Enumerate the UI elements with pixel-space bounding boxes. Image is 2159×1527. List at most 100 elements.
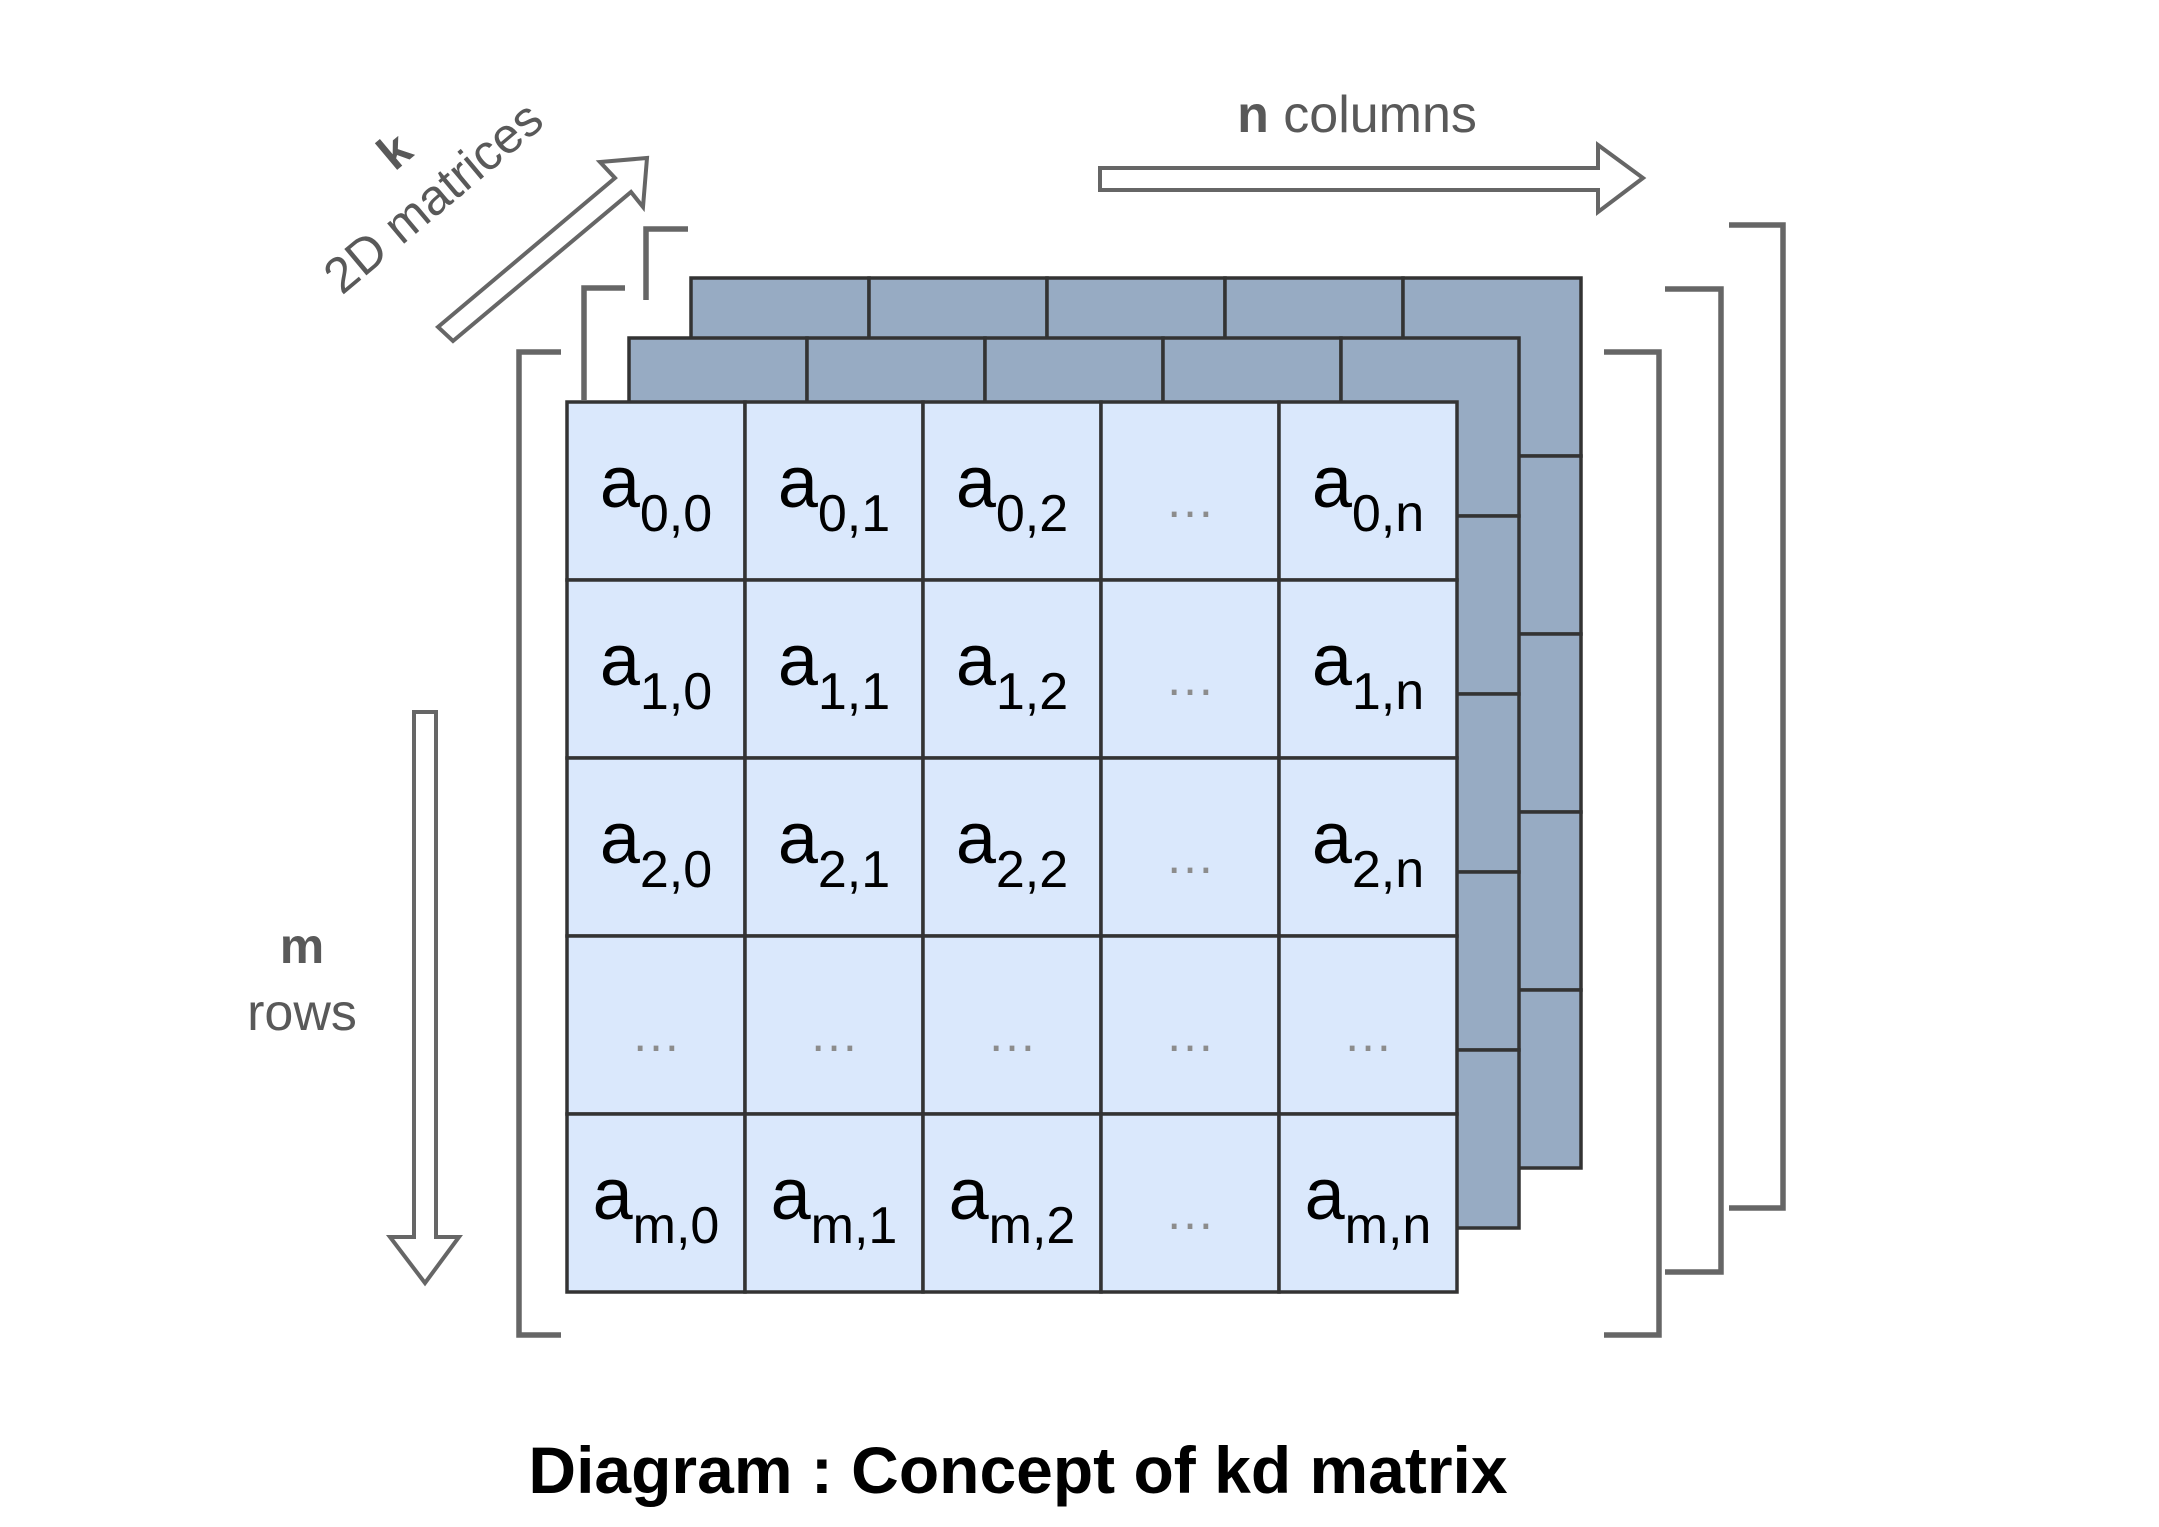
m-text: rows (247, 984, 357, 1042)
matrix-cell: am,1 (743, 1112, 925, 1294)
matrix-element: a2,1 (778, 799, 890, 899)
matrix-cell-box (1099, 400, 1281, 582)
n-axis-label: n columns (1237, 86, 1477, 144)
matrix-cell: … (1099, 934, 1281, 1116)
matrix-cell-box (565, 578, 747, 760)
element-base: a (1305, 1155, 1346, 1235)
element-subscript: 2,2 (996, 841, 1068, 899)
matrix-cell: am,n (1277, 1112, 1459, 1294)
matrix-cell-box (1277, 1112, 1459, 1294)
right-bracket-middle (1665, 286, 1724, 1275)
matrix-cell: a0,0 (565, 400, 747, 582)
matrix-cell: a0,2 (921, 400, 1103, 582)
matrix-cell: a2,2 (921, 756, 1103, 938)
ellipsis-text: … (1165, 1184, 1215, 1240)
element-subscript: 2,n (1352, 841, 1424, 899)
element-base: a (593, 1155, 634, 1235)
matrix-cell: a1,0 (565, 578, 747, 760)
matrix-element: a0,n (1312, 443, 1424, 543)
matrix-cell: am,0 (565, 1112, 747, 1294)
matrix-cell: … (1099, 1112, 1281, 1294)
ellipsis-text: … (1165, 828, 1215, 884)
matrix-cell-box (565, 934, 747, 1116)
n-letter: n (1237, 86, 1269, 144)
element-subscript: 1,1 (818, 663, 890, 721)
matrix-cell-box (743, 400, 925, 582)
matrix-element: a0,0 (600, 443, 712, 543)
ellipsis-text: … (1165, 650, 1215, 706)
k-letter: k (368, 122, 423, 180)
matrix-element: am,2 (949, 1155, 1076, 1255)
matrix-cell-box (565, 1112, 747, 1294)
axis-arrows (385, 141, 1647, 1287)
element-subscript: 0,0 (640, 485, 712, 543)
matrix-cell-box (1099, 934, 1281, 1116)
matrix-cell: am,2 (921, 1112, 1103, 1294)
element-subscript: 1,n (1352, 663, 1424, 721)
matrix-element: a2,2 (956, 799, 1068, 899)
element-base: a (956, 443, 997, 523)
n-text: columns (1269, 86, 1477, 144)
element-base: a (956, 799, 997, 879)
element-subscript: m,2 (989, 1197, 1076, 1255)
element-base: a (778, 621, 819, 701)
matrix-cell: … (565, 934, 747, 1116)
element-base: a (956, 621, 997, 701)
ellipsis-text: … (809, 1006, 859, 1062)
matrix-element: a1,1 (778, 621, 890, 721)
matrix-cell-box (1277, 934, 1459, 1116)
element-subscript: m,n (1345, 1197, 1432, 1255)
element-base: a (600, 443, 641, 523)
matrix-cell: a1,1 (743, 578, 925, 760)
matrix-cell: … (921, 934, 1103, 1116)
matrices-arrow (434, 155, 650, 344)
element-subscript: 0,1 (818, 485, 890, 543)
ellipsis-text: … (631, 1006, 681, 1062)
matrix-element: a0,1 (778, 443, 890, 543)
left-bracket-middle (581, 285, 625, 400)
element-base: a (778, 443, 819, 523)
matrix-cell: … (1099, 578, 1281, 760)
element-subscript: 2,1 (818, 841, 890, 899)
matrix-cell-box (921, 1112, 1103, 1294)
matrix-cell-box (1277, 578, 1459, 760)
matrix-cell-box (1277, 756, 1459, 938)
matrix-cell: a0,1 (743, 400, 925, 582)
ellipsis-text: … (1165, 1006, 1215, 1062)
element-base: a (600, 799, 641, 879)
matrix-element: a2,0 (600, 799, 712, 899)
m-letter: m (280, 918, 324, 974)
diagram-caption: Diagram : Concept of kd matrix (528, 1433, 1507, 1507)
matrix-cell-box (1099, 578, 1281, 760)
element-base: a (1312, 799, 1353, 879)
matrix-element: a2,n (1312, 799, 1424, 899)
element-subscript: 1,2 (996, 663, 1068, 721)
matrix-cell-box (1277, 400, 1459, 582)
matrix-element: a1,2 (956, 621, 1068, 721)
matrix-cell: a1,n (1277, 578, 1459, 760)
element-subscript: m,0 (633, 1197, 720, 1255)
matrix-cell: a1,2 (921, 578, 1103, 760)
element-subscript: 1,0 (640, 663, 712, 721)
matrix-cell-box (743, 934, 925, 1116)
matrix-cell-box (565, 400, 747, 582)
matrix-cell: … (743, 934, 925, 1116)
matrix-element: am,n (1305, 1155, 1432, 1255)
left-bracket-back (643, 226, 688, 300)
matrix-cell: a0,n (1277, 400, 1459, 582)
matrix-cell: a2,0 (565, 756, 747, 938)
matrix-cell-box (1099, 1112, 1281, 1294)
element-subscript: 2,0 (640, 841, 712, 899)
matrix-cell: … (1277, 934, 1459, 1116)
element-subscript: 0,2 (996, 485, 1068, 543)
element-base: a (1312, 621, 1353, 701)
ellipsis-text: … (987, 1006, 1037, 1062)
matrix-element: am,0 (593, 1155, 720, 1255)
matrix-element: a0,2 (956, 443, 1068, 543)
matrix-cell: a2,n (1277, 756, 1459, 938)
matrix-cell: … (1099, 756, 1281, 938)
matrix-cell: … (1099, 400, 1281, 582)
matrix-cell: a2,1 (743, 756, 925, 938)
